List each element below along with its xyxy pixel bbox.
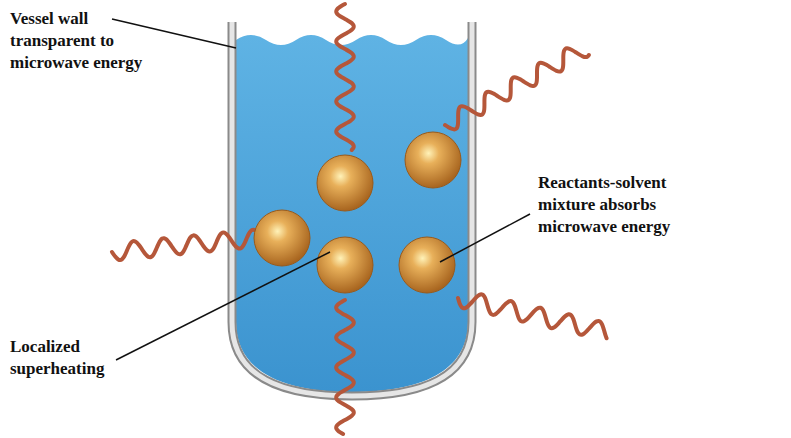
microwave-wave	[112, 230, 257, 260]
callout-label: Vessel wall transparent to microwave ene…	[10, 8, 150, 74]
reactant-sphere	[254, 210, 310, 266]
microwave-wave	[336, 300, 354, 434]
reactant-sphere	[399, 237, 455, 293]
reactant-sphere	[405, 132, 461, 188]
callout-label: Localized superheating	[10, 336, 150, 380]
leader-line	[116, 252, 330, 360]
reactant-spheres	[254, 132, 461, 293]
reactant-sphere	[317, 155, 373, 211]
reactant-sphere	[317, 237, 373, 293]
microwave-wave	[445, 48, 589, 129]
microwave-wave	[458, 294, 607, 338]
microwave-waves	[112, 4, 607, 434]
callout-label: Reactants-solvent mixture absorbs microw…	[538, 172, 710, 238]
vessel-wall	[232, 22, 472, 396]
vessel-wall-inner	[232, 22, 472, 396]
microwave-wave	[336, 4, 354, 150]
leader-line	[440, 214, 530, 262]
leader-line	[112, 19, 236, 48]
